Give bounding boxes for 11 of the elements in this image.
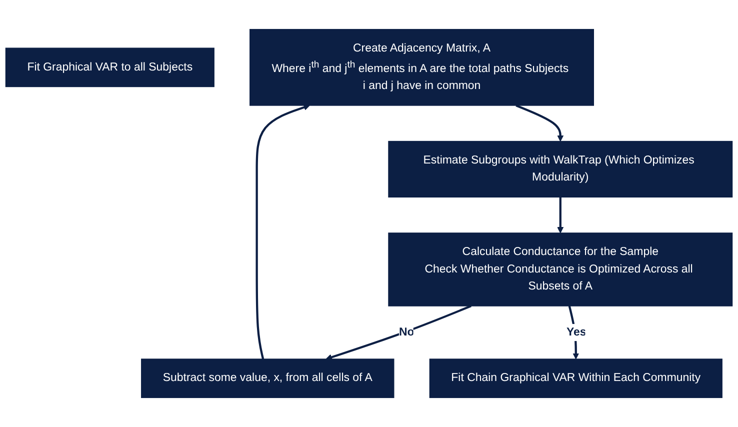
node-box: Fit Graphical VAR to all Subjects [5,48,214,88]
node-box: Fit Chain Graphical VAR Within Each Community [429,358,722,398]
node-box: Subtract some value, x, from all cells of A [141,358,394,398]
arrow [516,104,564,142]
node-box: Estimate Subgroups with WalkTrap (Which Optimizes Modularity) [388,140,733,198]
node-box: Calculate Conductance for the Sample Check Whether Conductance is Optimized Across all Subsets of A [388,232,733,306]
edge-label: No [398,326,414,338]
arrow [256,104,310,360]
node-box: Create Adjacency Matrix, A Where i$^{th}$ and j$^{th}$ elements in A are the total paths Subjects i and j have in common [250,28,594,106]
arrow [557,197,564,234]
arrow [326,305,472,360]
